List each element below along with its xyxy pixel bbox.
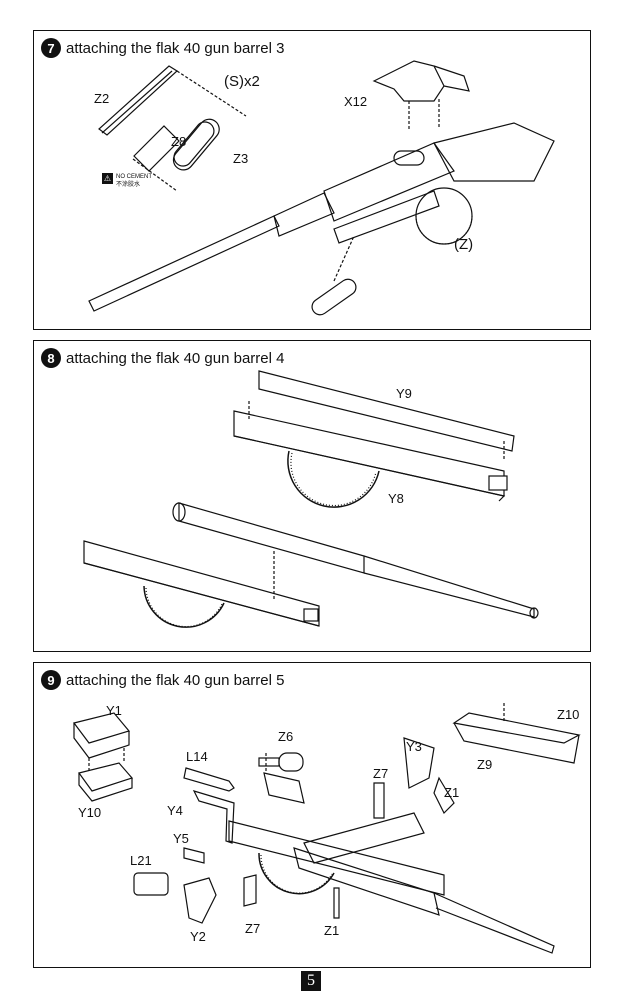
step-9-heading: 9 attaching the flak 40 gun barrel 5 bbox=[41, 670, 284, 690]
label-l21: L21 bbox=[130, 853, 152, 868]
step-7-number: 7 bbox=[41, 38, 61, 58]
gun-barrel-8 bbox=[172, 502, 539, 619]
label-l14: L14 bbox=[186, 749, 208, 764]
step-8-heading: 8 attaching the flak 40 gun barrel 4 bbox=[41, 348, 284, 368]
step-9-number: 9 bbox=[41, 670, 61, 690]
label-y5: Y5 bbox=[173, 831, 189, 846]
part-x12-drawing bbox=[372, 60, 470, 131]
no-cement-note: ⚠ NO CEMENT 不涂胶水 bbox=[102, 173, 152, 189]
step-7-drawing bbox=[88, 60, 555, 316]
label-z9: Z9 bbox=[477, 757, 493, 772]
step-7-heading: 7 attaching the flak 40 gun barrel 3 bbox=[41, 38, 284, 58]
part-z6-drawing bbox=[258, 752, 305, 804]
label-z1-lower: Z1 bbox=[324, 923, 340, 938]
gun-assembly-9 bbox=[228, 737, 555, 954]
label-z1-upper: Z1 bbox=[444, 785, 460, 800]
label-z7-upper: Z7 bbox=[373, 766, 389, 781]
step-9-drawing bbox=[72, 703, 581, 954]
part-y4-y5-drawing bbox=[183, 790, 235, 864]
step-8-drawing bbox=[83, 370, 539, 628]
label-y9: Y9 bbox=[396, 386, 412, 401]
label-y8: Y8 bbox=[388, 491, 404, 506]
part-l14-drawing bbox=[183, 767, 235, 792]
step-8-title: attaching the flak 40 gun barrel 4 bbox=[66, 349, 285, 367]
page-number: 5 bbox=[301, 971, 321, 991]
label-z10: Z10 bbox=[557, 707, 580, 722]
label-y10: Y10 bbox=[78, 805, 102, 820]
step-7-panel: 7 attaching the flak 40 gun barrel 3 bbox=[33, 30, 591, 330]
step-9-panel: 9 attaching the flak 40 gun barrel 5 bbox=[33, 662, 591, 968]
gun-assembly-7 bbox=[88, 122, 555, 316]
step-8-panel: 8 attaching the flak 40 gun barrel 4 bbox=[33, 340, 591, 652]
label-z7-lower: Z7 bbox=[245, 921, 261, 936]
label-z8: Z8 bbox=[171, 134, 187, 149]
label-z2: Z2 bbox=[94, 91, 110, 106]
label-y1: Y1 bbox=[106, 703, 122, 718]
label-sx2: (S)x2 bbox=[224, 73, 260, 90]
step-8-number: 8 bbox=[41, 348, 61, 368]
glue-warning-icon: ⚠ bbox=[102, 173, 113, 184]
step-7-title: attaching the flak 40 gun barrel 3 bbox=[66, 39, 285, 57]
label-y2: Y2 bbox=[190, 929, 206, 944]
label-z6: Z6 bbox=[278, 729, 294, 744]
label-z: (Z) bbox=[454, 236, 474, 253]
part-y1-y10-drawing bbox=[72, 712, 134, 802]
part-z9-z10-drawing bbox=[452, 703, 581, 764]
recoil-cylinder-subassembly bbox=[98, 65, 247, 192]
label-z3: Z3 bbox=[233, 151, 249, 166]
cradle-assembly-lower bbox=[83, 540, 320, 628]
note-line-1: NO CEMENT bbox=[116, 174, 152, 180]
part-l21-y2-drawing bbox=[133, 872, 217, 924]
label-x12: X12 bbox=[344, 94, 368, 109]
label-y4: Y4 bbox=[167, 803, 183, 818]
cradle-assembly-upper bbox=[233, 370, 515, 508]
note-line-2: 不涂胶水 bbox=[116, 182, 141, 188]
label-y3: Y3 bbox=[406, 739, 422, 754]
step-9-title: attaching the flak 40 gun barrel 5 bbox=[66, 671, 285, 689]
